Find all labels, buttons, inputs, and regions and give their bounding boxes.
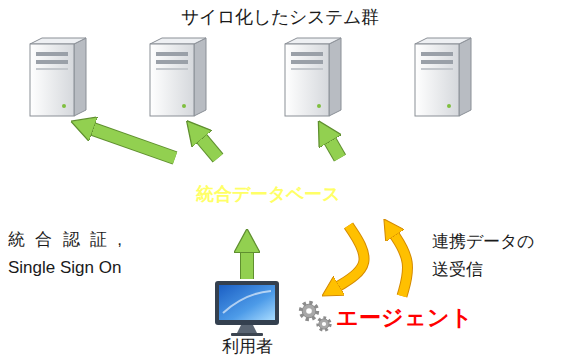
gear-icon <box>296 296 336 336</box>
server-icon <box>150 38 206 116</box>
sync-arrow <box>89 128 175 158</box>
sync-arrow <box>199 135 218 158</box>
agent-node: エージェント <box>296 296 479 338</box>
agent-label: エージェント <box>336 304 473 332</box>
cylinder-top <box>147 134 389 162</box>
cylinder-body <box>147 147 389 229</box>
cylinder-outline <box>146 133 390 230</box>
exchange-note: 連携データの 送受信 <box>432 228 540 284</box>
user-terminal: 利用者 <box>204 279 290 357</box>
connector-outline <box>336 225 364 287</box>
connector-outline <box>240 248 254 279</box>
connector-arrow <box>247 248 248 279</box>
sync-arrow <box>328 137 340 158</box>
connector-line <box>241 248 253 279</box>
connector-line <box>336 225 364 287</box>
user-label: 利用者 <box>222 337 273 357</box>
cloud <box>40 104 515 310</box>
database-label: 統合データベース <box>196 182 340 206</box>
server-icon <box>415 38 471 116</box>
connector-line <box>393 232 408 296</box>
connector-arrow <box>336 225 364 287</box>
auth-note: 統合認証, Single Sign On <box>8 226 122 282</box>
computer-icon <box>204 279 290 337</box>
connector-outline <box>393 232 408 296</box>
server-icon <box>30 38 86 116</box>
connector-arrow <box>393 232 408 296</box>
group-title: サイロ化したシステム群 <box>181 5 379 29</box>
database-cylinder: 統合データベース <box>146 133 390 230</box>
server-icon <box>285 38 341 116</box>
